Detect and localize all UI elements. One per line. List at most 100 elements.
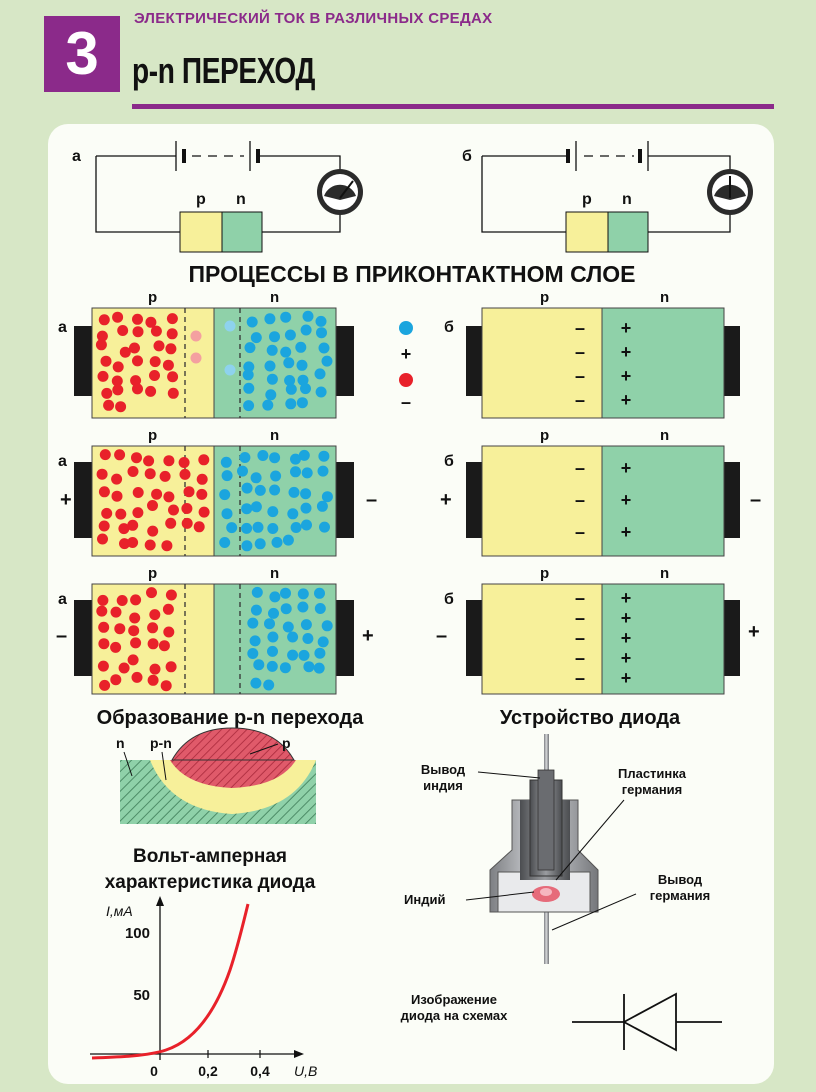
electron-particle [279, 662, 291, 674]
hole-particle [147, 638, 159, 650]
hole-particle [151, 488, 163, 500]
formation-p-label: p [282, 735, 291, 751]
hole-particle [111, 473, 123, 485]
electron-particle [290, 466, 301, 478]
electron-particle [298, 649, 310, 661]
electron-particle [267, 523, 279, 534]
negative-charge-sign: – [575, 668, 585, 688]
hole-particle [119, 346, 131, 358]
hole-particle [97, 660, 109, 672]
negative-charge-sign: – [575, 490, 585, 510]
hole-particle [149, 663, 161, 675]
iv-x-axis-label: U,В [294, 1063, 317, 1079]
hole-particle [117, 325, 129, 336]
hole-particle [153, 340, 165, 352]
ammeter-b [707, 169, 753, 215]
row3-b-p-label: p [540, 565, 549, 582]
hole-particle [150, 325, 162, 337]
hole-particle [98, 621, 110, 633]
processes-title: ПРОЦЕССЫ В ПРИКОНТАКТНОМ СЛОЕ [189, 261, 636, 287]
row1-a-label: а [58, 319, 67, 336]
diode-device [465, 734, 637, 964]
electron-particle [314, 368, 326, 380]
hole-particle [162, 359, 174, 371]
electron-particle [250, 472, 262, 484]
electron-particle [300, 324, 312, 336]
section-number-badge: 3 [44, 16, 120, 92]
negative-charge-sign: – [575, 588, 585, 608]
page-title: p-n ПЕРЕХОД [132, 50, 316, 91]
electron-particle [264, 618, 275, 630]
row3-a-label: а [58, 591, 67, 608]
hole-particle [166, 313, 178, 325]
hole-particle [149, 370, 160, 381]
diode-title: Устройство диода [500, 707, 681, 729]
hole-particle [100, 355, 112, 367]
formation-diagram: n p-n p [116, 727, 316, 824]
process-row-3: p n а – + [56, 565, 374, 695]
electron-particle [321, 620, 333, 632]
hole-particle [103, 399, 115, 411]
iv-y-tick-100: 100 [125, 925, 150, 942]
electron-particle [250, 332, 262, 344]
hole-particle [111, 490, 123, 502]
electron-particle [269, 484, 281, 496]
hole-particle [119, 538, 130, 550]
electron-particle [264, 360, 276, 372]
hole-particle [128, 625, 140, 637]
iv-title-line1: Вольт-амперная [133, 846, 287, 867]
hole-particle [127, 466, 139, 477]
hole-particle [149, 356, 161, 368]
hole-particle [165, 589, 177, 601]
electron-particle [302, 310, 314, 322]
electron-particle [302, 633, 314, 644]
hole-particle [127, 654, 139, 666]
electron-particle [290, 522, 302, 533]
row3-a-p-label: p [148, 565, 157, 582]
row2-a-n-label: n [270, 427, 279, 444]
electron-particle [280, 346, 292, 358]
hole-particle [132, 326, 144, 338]
electron-particle [316, 500, 328, 512]
electron-particle [280, 603, 292, 615]
hole-particle [115, 401, 127, 413]
positive-charge-sign: + [621, 366, 632, 386]
row3-b-minus: – [436, 625, 447, 647]
hole-particle [98, 638, 110, 650]
hole-particle [146, 587, 157, 599]
hole-particle [110, 606, 122, 618]
iv-x-tick-0: 0 [150, 1063, 158, 1079]
electron-particle [280, 587, 291, 599]
process-row-1: p n а [58, 289, 354, 419]
hole-particle [181, 503, 193, 514]
iv-x-tick-02: 0,2 [198, 1063, 218, 1079]
electron-particle [296, 397, 308, 409]
electron-particle [265, 389, 277, 401]
electron-particle [221, 508, 233, 520]
electron-particle [267, 631, 279, 643]
electron-particle [252, 521, 264, 533]
electron-particle [282, 621, 294, 633]
hole-particle [198, 454, 210, 466]
electron-particle [313, 662, 325, 674]
hole-particle [98, 486, 110, 498]
legend-minus: – [401, 392, 411, 412]
hole-particle [127, 519, 139, 531]
electron-particle [244, 342, 256, 354]
formation-pn-label: p-n [150, 735, 172, 751]
iv-x-tick-04: 0,4 [250, 1063, 270, 1079]
electron-particle [262, 399, 274, 411]
electron-particle [315, 315, 327, 327]
hole-particle [143, 455, 155, 467]
ammeter-a [317, 169, 363, 215]
hole-particle [181, 517, 193, 529]
hole-particle [95, 339, 107, 351]
hole-particle [101, 507, 113, 519]
hole-particle [99, 679, 111, 691]
electron-particle [263, 679, 275, 691]
electron-particle [269, 331, 280, 343]
formation-n-label: n [116, 735, 125, 751]
hole-particle [110, 674, 122, 686]
hole-particle [131, 452, 142, 464]
hole-particle [145, 316, 157, 328]
